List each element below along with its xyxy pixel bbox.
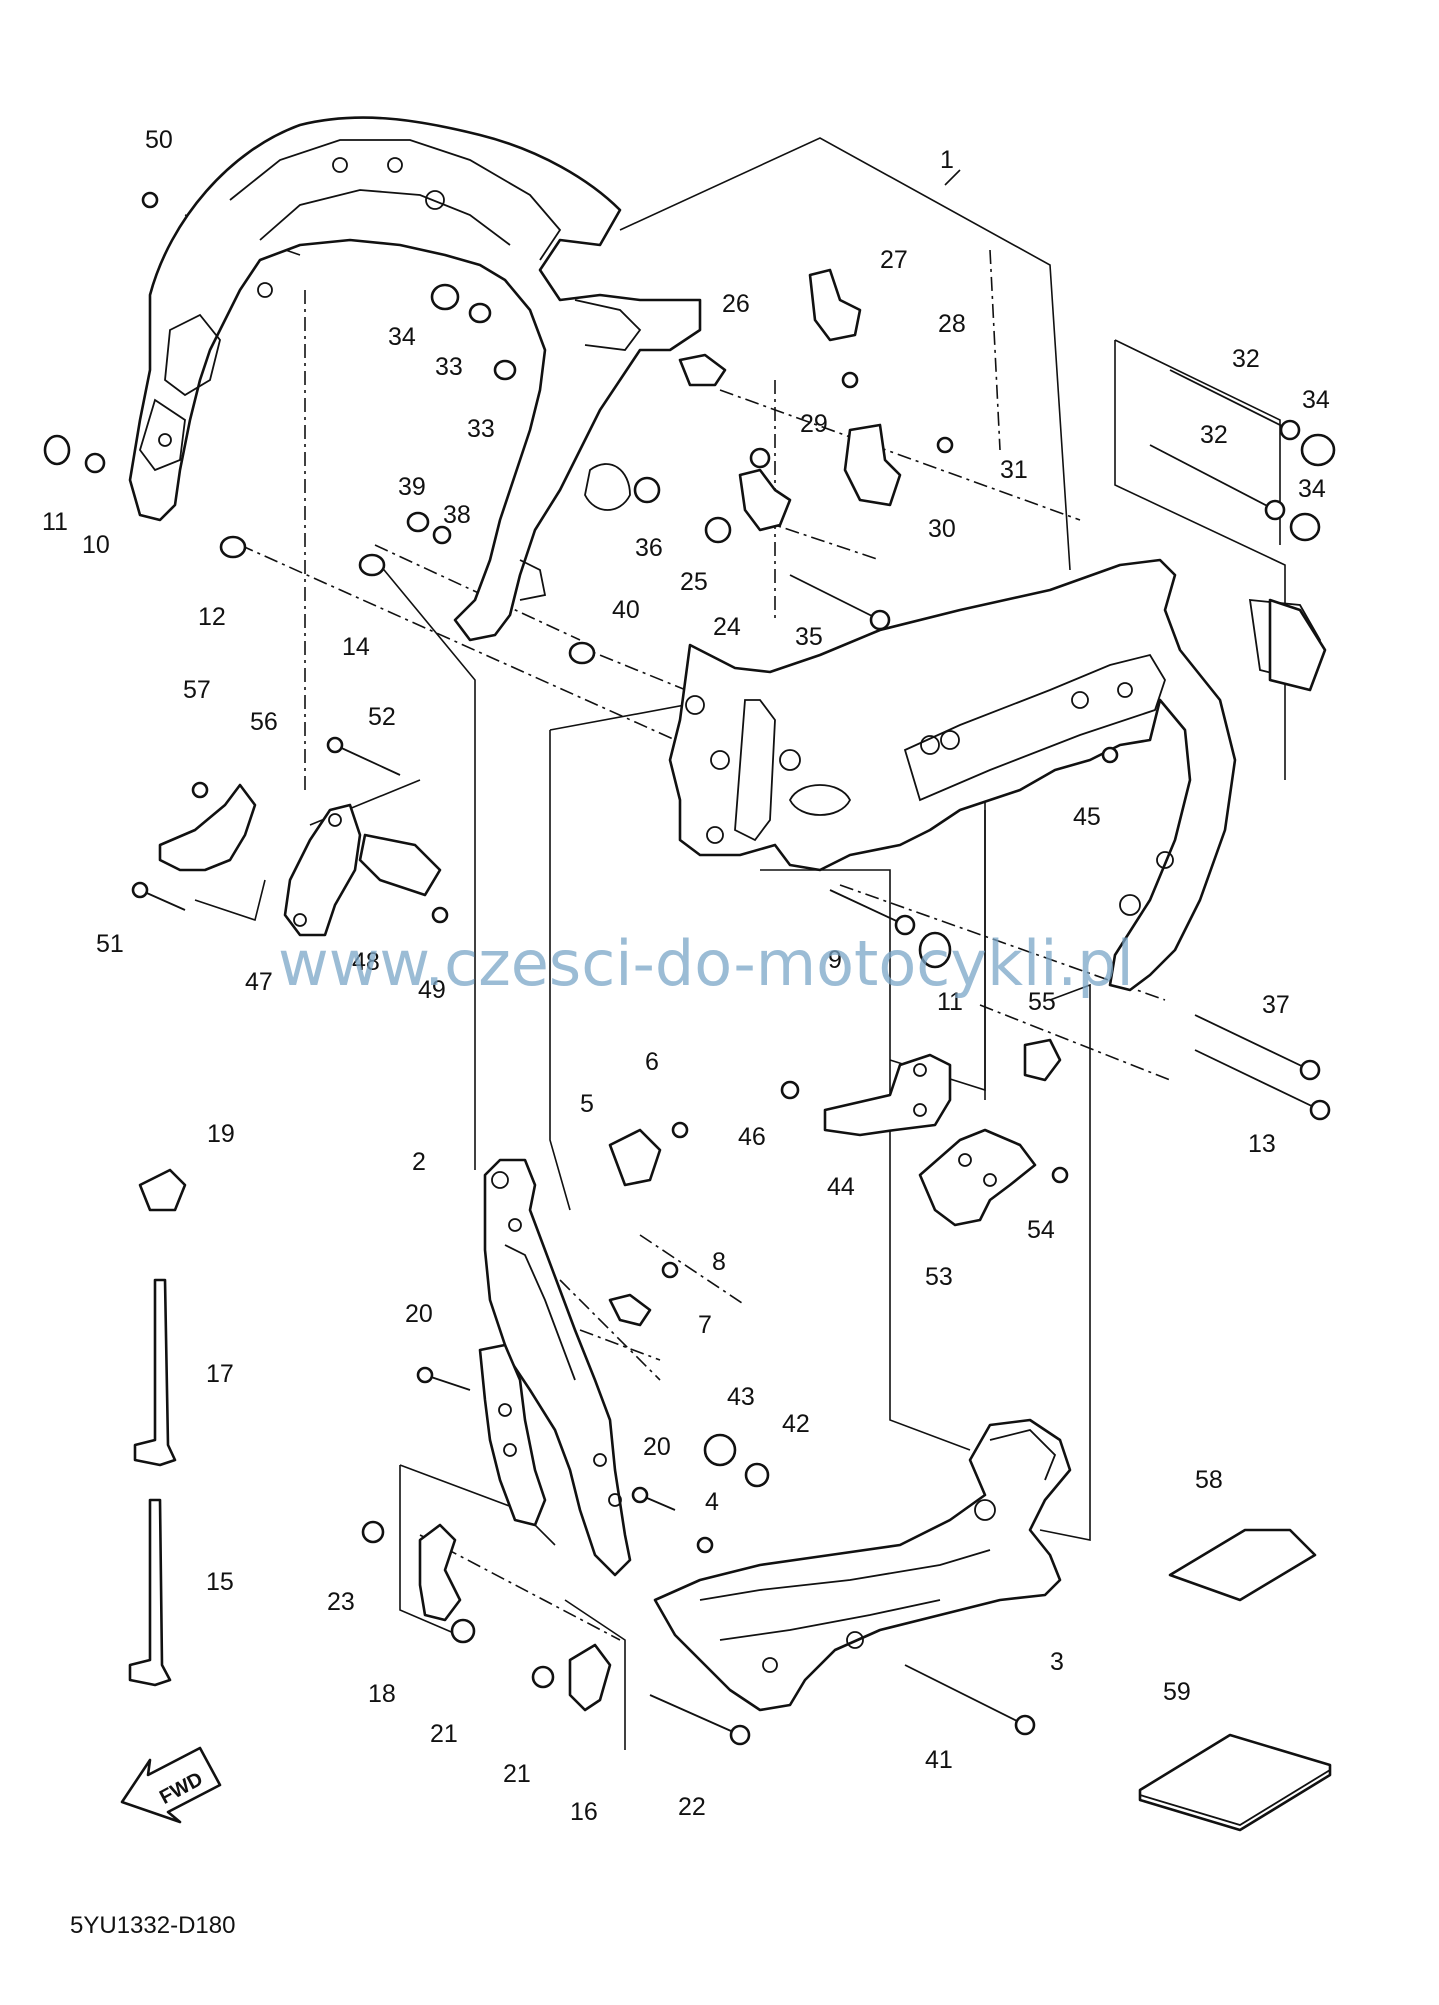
callout-41: 41 [925, 1746, 953, 1774]
callout-16: 16 [570, 1798, 598, 1826]
callout-28: 28 [938, 310, 966, 338]
callout-9: 9 [828, 946, 842, 974]
callout-24: 24 [713, 613, 741, 641]
callout-7: 7 [698, 1311, 712, 1339]
callout-25: 25 [680, 568, 708, 596]
callout-21-left: 21 [430, 1720, 458, 1748]
diagram-code: 5YU1332-D180 [70, 1912, 235, 1939]
callout-39: 39 [398, 473, 426, 501]
callout-32-upper: 32 [1232, 345, 1260, 373]
callout-58: 58 [1195, 1466, 1223, 1494]
callout-35: 35 [795, 623, 823, 651]
callout-18: 18 [368, 1680, 396, 1708]
front-stay-part [478, 1158, 632, 1577]
callout-26: 26 [722, 290, 750, 318]
front-upper-frame-part [128, 116, 702, 642]
watermark-text: www.czesci-do-motocykli.pl [278, 927, 1134, 1000]
callout-51: 51 [96, 930, 124, 958]
callout-37: 37 [1262, 991, 1290, 1019]
callout-2: 2 [412, 1148, 426, 1176]
callout-53: 53 [925, 1263, 953, 1291]
callout-6: 6 [645, 1048, 659, 1076]
bolts [131, 191, 1331, 1746]
bracket-53-part [918, 1128, 1037, 1227]
callout-47: 47 [245, 968, 273, 996]
callout-11-right: 11 [937, 988, 963, 1016]
callout-3: 3 [1050, 1648, 1064, 1676]
callout-43: 43 [727, 1383, 755, 1411]
callout-55: 55 [1028, 988, 1056, 1016]
callout-34-left: 34 [388, 323, 416, 351]
callout-1: 1 [940, 146, 954, 174]
callout-56: 56 [250, 708, 278, 736]
callout-21-right: 21 [503, 1760, 531, 1788]
callout-48: 48 [352, 948, 380, 976]
bracket-47-part [158, 783, 442, 937]
callout-34-upper-right: 34 [1302, 386, 1330, 414]
callout-labels: 1 2 3 4 5 6 7 8 9 10 11 11 12 13 14 15 1… [42, 126, 1330, 1826]
callout-11-left: 11 [42, 508, 68, 536]
callout-8: 8 [712, 1248, 726, 1276]
callout-13: 13 [1248, 1130, 1276, 1158]
callout-57: 57 [183, 676, 211, 704]
callout-4: 4 [705, 1488, 719, 1516]
callout-31: 31 [1000, 456, 1028, 484]
callout-20-lower: 20 [643, 1433, 671, 1461]
callout-49: 49 [418, 976, 446, 1004]
main-frame-part [668, 558, 1327, 992]
small-parts [128, 268, 1332, 1832]
callout-27: 27 [880, 246, 908, 274]
callout-5: 5 [580, 1090, 594, 1118]
callout-38: 38 [443, 501, 471, 529]
callout-42: 42 [782, 1410, 810, 1438]
callout-40: 40 [612, 596, 640, 624]
callout-29: 29 [800, 410, 828, 438]
callout-30: 30 [928, 515, 956, 543]
callout-14: 14 [342, 633, 370, 661]
lower-frame-part [653, 1418, 1072, 1712]
callout-46: 46 [738, 1123, 766, 1151]
callout-20-upper: 20 [405, 1300, 433, 1328]
callout-17: 17 [206, 1360, 234, 1388]
callout-23: 23 [327, 1588, 355, 1616]
callout-45: 45 [1073, 803, 1101, 831]
fwd-arrow-icon: FWD [120, 1746, 222, 1824]
callout-36: 36 [635, 534, 663, 562]
bracket-44-part [823, 1053, 952, 1137]
callout-52: 52 [368, 703, 396, 731]
callout-32-lower: 32 [1200, 421, 1228, 449]
callout-12: 12 [198, 603, 226, 631]
callout-59: 59 [1163, 1678, 1191, 1706]
callout-22: 22 [678, 1793, 706, 1821]
callout-15: 15 [206, 1568, 234, 1596]
callout-34-lower-right: 34 [1298, 475, 1326, 503]
callout-10: 10 [82, 531, 110, 559]
callout-19: 19 [207, 1120, 235, 1148]
callout-54: 54 [1027, 1216, 1055, 1244]
callout-50: 50 [145, 126, 173, 154]
callout-33-upper: 33 [435, 353, 463, 381]
callout-44: 44 [827, 1173, 855, 1201]
nuts-washers [43, 283, 1336, 1689]
callout-33-lower: 33 [467, 415, 495, 443]
